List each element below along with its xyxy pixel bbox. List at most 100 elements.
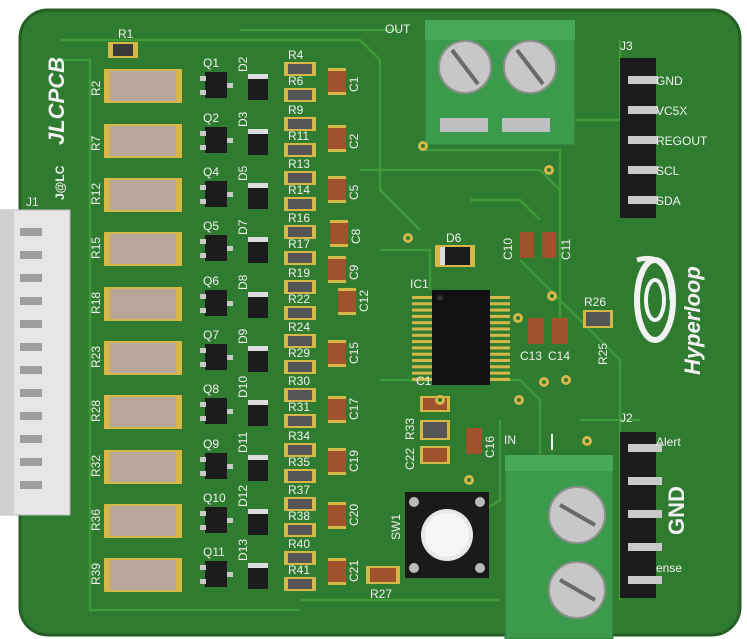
mid-resistor-label: R22 <box>288 292 310 306</box>
j1-pin <box>20 481 42 489</box>
jlc-small-logo: J@LC <box>53 165 67 200</box>
ic-pin <box>490 302 510 306</box>
r33-label: R33 <box>403 418 417 440</box>
sw1-button[interactable] <box>405 492 489 578</box>
transistor <box>205 127 227 153</box>
mid-resistor-label: R41 <box>288 563 310 577</box>
mid-resistor-label: R16 <box>288 211 310 225</box>
capacitor <box>330 222 348 244</box>
j1-pin <box>20 412 42 420</box>
big-resistor-label: R36 <box>89 509 103 531</box>
diode-label: D12 <box>236 485 250 507</box>
terminal-in <box>504 454 614 639</box>
j2-pin <box>628 444 662 452</box>
transistor <box>205 344 227 370</box>
mid-resistor-label: R4 <box>288 48 304 62</box>
j1-pin <box>20 228 42 236</box>
capacitor <box>328 450 346 472</box>
ic-pin <box>490 314 510 318</box>
c16-cap <box>466 428 482 454</box>
big-resistor-label: R18 <box>89 292 103 314</box>
c11-label: C11 <box>559 239 573 260</box>
transistor-label: Q6 <box>203 274 219 288</box>
diode-label: D13 <box>236 539 250 561</box>
diode <box>248 74 268 100</box>
j2-pin <box>628 543 662 551</box>
transistor <box>205 181 227 207</box>
capacitor-label: C2 <box>347 133 361 149</box>
sw1-label: SW1 <box>389 514 403 540</box>
mid-resistor-label: R37 <box>288 483 310 497</box>
out-label: OUT <box>385 22 411 36</box>
ic-pin <box>412 302 432 306</box>
capacitor <box>328 398 346 420</box>
diode <box>248 237 268 263</box>
mid-resistor-label: R24 <box>288 320 310 334</box>
big-resistor-label: R28 <box>89 400 103 422</box>
ic-pin <box>412 333 432 337</box>
j1-pin <box>20 435 42 443</box>
diode <box>248 183 268 209</box>
big-resistor-label: R12 <box>89 183 103 205</box>
ic1-chip <box>412 290 510 385</box>
in-label: IN <box>504 433 516 447</box>
capacitor-label: C19 <box>347 450 361 472</box>
j2-pin <box>628 477 662 485</box>
ic-pin <box>490 377 510 381</box>
j1-pin <box>20 274 42 282</box>
mid-resistor-label: R14 <box>288 183 310 197</box>
capacitor-label: C21 <box>347 560 361 582</box>
c13-label: C13 <box>520 349 542 363</box>
transistor-label: Q4 <box>203 165 219 179</box>
ic-pin <box>412 359 432 362</box>
ic1-label: IC1 <box>410 277 429 291</box>
header-j3 <box>620 58 658 218</box>
ic-pin <box>490 340 510 344</box>
c13-cap <box>528 318 544 344</box>
diode <box>248 509 268 535</box>
pcb-vias <box>403 141 592 485</box>
diode-label: D3 <box>236 111 250 127</box>
ic-pin <box>490 346 510 350</box>
ic-pin <box>490 371 510 375</box>
big-resistor-label: R23 <box>89 346 103 368</box>
j3-pin-label: VC5X <box>656 104 687 118</box>
diode-label: D10 <box>236 376 250 398</box>
ic-pin <box>490 308 510 312</box>
j3-pin <box>628 196 658 204</box>
r1-label: R1 <box>118 27 134 41</box>
diode-label: D11 <box>236 432 250 453</box>
hyperloop-logo <box>634 256 676 343</box>
diode-label: D7 <box>236 219 250 235</box>
transistor-label: Q2 <box>203 111 219 125</box>
big-resistor-label: R2 <box>89 80 103 96</box>
capacitor-label: C8 <box>349 228 363 244</box>
diode-label: D9 <box>236 328 250 344</box>
r26-label: R26 <box>584 295 606 309</box>
ic-pin <box>490 327 510 331</box>
j2-pin-alert: Alert <box>656 435 681 449</box>
ic-pin <box>490 333 510 337</box>
diode <box>248 400 268 426</box>
capacitor-label: C9 <box>347 264 361 280</box>
ic-pin <box>490 365 510 369</box>
connector-j1 <box>0 209 71 516</box>
ic-pin <box>490 359 510 362</box>
mid-resistor-label: R35 <box>288 455 310 469</box>
j3-pin-label: SCL <box>656 164 680 178</box>
ic-pin <box>412 296 432 299</box>
diode <box>248 455 268 481</box>
c14-cap <box>552 318 568 344</box>
ic-pin <box>412 352 432 356</box>
mid-resistor-label: R13 <box>288 157 310 171</box>
transistor <box>205 398 227 424</box>
header-j2 <box>620 432 662 598</box>
transistor-label: Q5 <box>203 219 219 233</box>
transistor-label: Q7 <box>203 328 219 342</box>
j2-pin-sense: ense <box>656 561 682 575</box>
